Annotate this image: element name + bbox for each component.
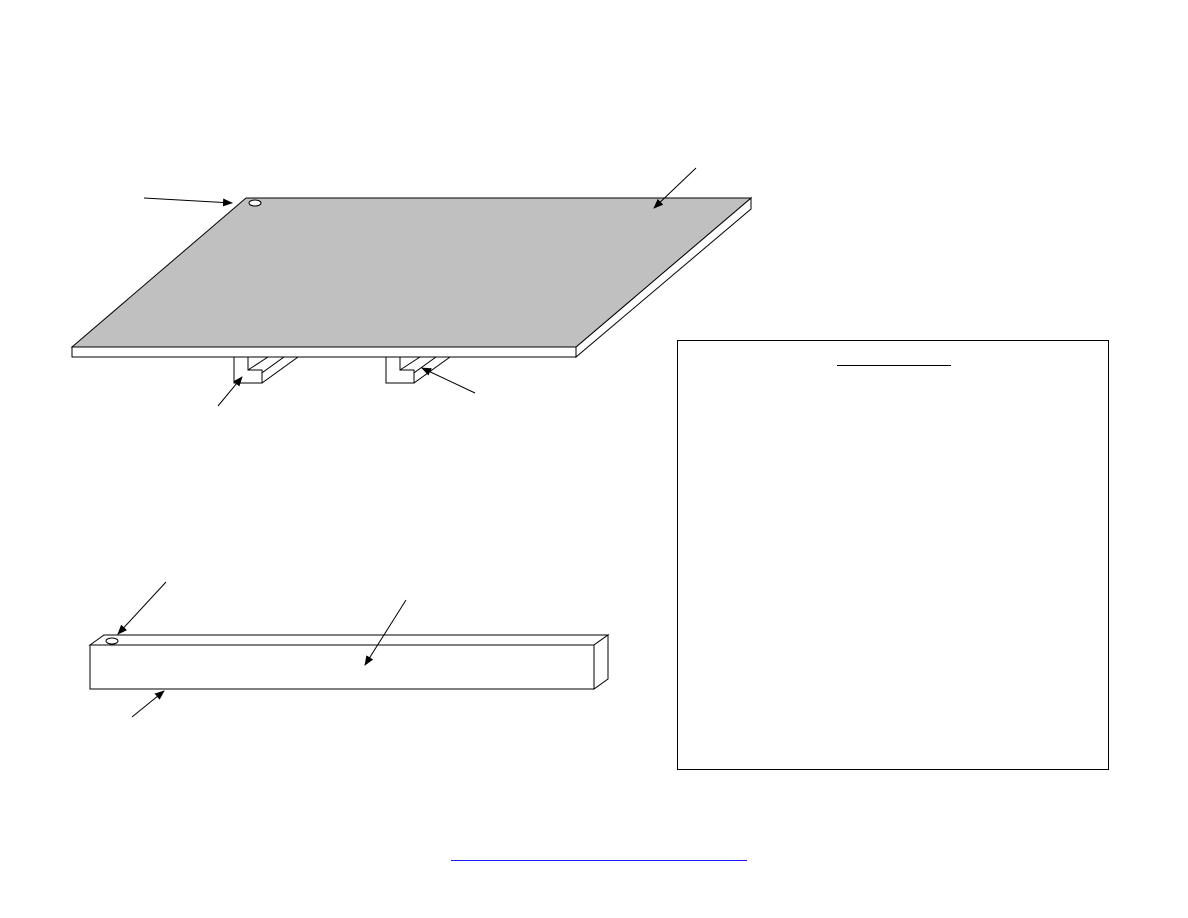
bar-end-face <box>593 634 609 690</box>
right-bracket-callout-arrow <box>421 367 476 394</box>
bar-front-face <box>89 644 595 690</box>
right-bracket <box>385 356 452 384</box>
left-bracket-callout-arrow <box>217 376 243 407</box>
legend-title-underline <box>837 365 951 366</box>
bar-surface-callout-arrow <box>364 599 407 666</box>
panel-hole-callout-arrow <box>143 197 233 207</box>
bar-bottom-callout-arrow <box>131 690 165 718</box>
panel-surface-callout-arrow <box>653 167 697 209</box>
legend-box <box>677 340 1109 770</box>
left-bracket <box>233 356 300 384</box>
panel-front-edge <box>71 346 577 358</box>
panel-top-face <box>70 197 753 348</box>
flat-panel <box>70 196 753 359</box>
bar-mounting-hole <box>105 637 119 645</box>
bar-hole-callout-arrow <box>117 581 167 635</box>
rectangular-bar <box>88 634 610 690</box>
panel-mounting-hole <box>248 199 262 207</box>
footer-link-underline[interactable] <box>451 860 747 861</box>
bar-top-face <box>88 634 610 646</box>
